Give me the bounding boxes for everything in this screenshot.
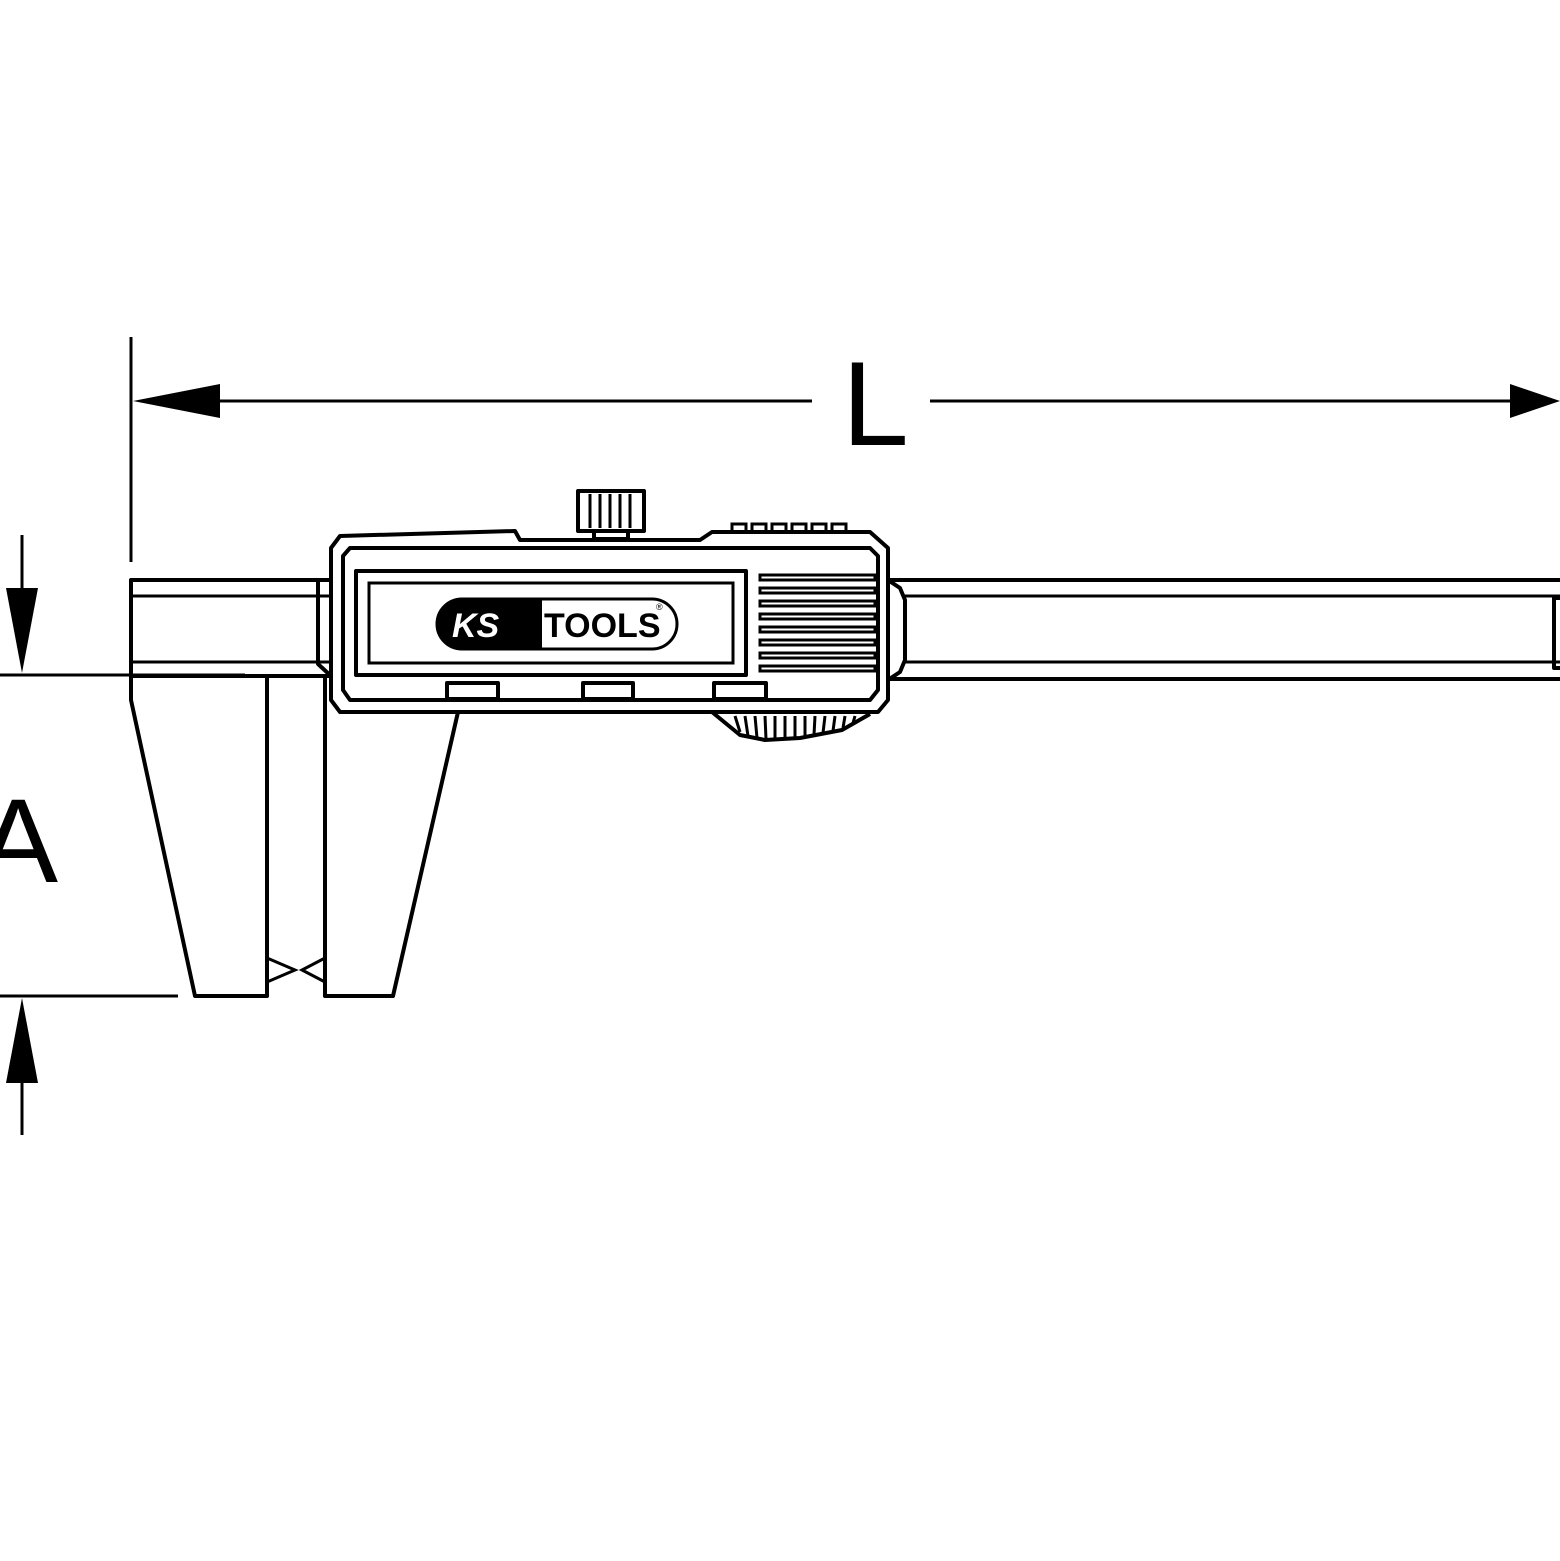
housing-outline bbox=[316, 529, 890, 714]
logo-ks-text: KS bbox=[452, 607, 500, 645]
fixed-jaw-tip bbox=[266, 956, 299, 984]
logo-registered-mark: ® bbox=[656, 602, 663, 612]
lcd-display bbox=[354, 569, 748, 677]
arrowhead-bottom bbox=[6, 998, 38, 1083]
wheel-knurl bbox=[851, 715, 857, 724]
grip-line bbox=[758, 573, 877, 582]
dimension-length: L bbox=[129, 337, 1560, 562]
grip-line bbox=[758, 651, 877, 660]
grip-line bbox=[758, 625, 877, 634]
housing-beam-clamp bbox=[886, 578, 907, 682]
grip-line bbox=[758, 586, 877, 595]
grip-line bbox=[758, 638, 877, 647]
slider-head: KS TOOLS ® bbox=[316, 489, 907, 742]
dimension-label-a: A bbox=[0, 774, 58, 908]
logo-ks-background bbox=[437, 599, 542, 649]
function-buttons bbox=[445, 681, 768, 701]
thumb-wheel bbox=[710, 710, 871, 742]
wheel-knurl bbox=[812, 715, 817, 736]
grip-line bbox=[758, 664, 877, 673]
thumb-wheel-outline bbox=[710, 710, 871, 742]
top-ridge bbox=[730, 522, 848, 534]
arrowhead-right bbox=[1510, 384, 1560, 418]
wheel-knurl bbox=[753, 715, 759, 739]
fixed-jaw-outline bbox=[129, 676, 269, 998]
ridge-tooth bbox=[770, 522, 788, 534]
ridge-tooth bbox=[810, 522, 828, 534]
grip-line bbox=[758, 612, 877, 621]
button-middle[interactable] bbox=[581, 681, 635, 701]
sliding-jaw bbox=[298, 676, 460, 998]
caliper-beam bbox=[129, 578, 1560, 681]
button-left[interactable] bbox=[445, 681, 500, 701]
lcd-inner bbox=[367, 581, 735, 665]
wheel-knurl bbox=[831, 715, 837, 732]
wheel-knurl bbox=[743, 715, 750, 737]
wheel-knurl bbox=[841, 715, 847, 729]
lock-screw-base bbox=[592, 529, 630, 541]
lock-screw bbox=[576, 489, 646, 541]
wheel-knurl bbox=[821, 715, 827, 734]
dimension-label-l: L bbox=[842, 337, 909, 471]
sliding-jaw-tip bbox=[298, 956, 326, 984]
logo-tools-text: TOOLS bbox=[544, 607, 661, 645]
ridge-tooth bbox=[750, 522, 768, 534]
wheel-knurl bbox=[733, 715, 742, 733]
beam-end-cap bbox=[1552, 596, 1560, 670]
arrowhead-left bbox=[133, 384, 220, 418]
dimension-jaw-depth: A bbox=[0, 535, 245, 1135]
thumb-grip bbox=[758, 573, 877, 673]
lcd-frame bbox=[354, 569, 748, 677]
sliding-jaw-outline bbox=[323, 676, 460, 998]
ridge-tooth bbox=[830, 522, 848, 534]
grip-line bbox=[758, 599, 877, 608]
brand-logo: KS TOOLS ® bbox=[435, 597, 679, 651]
arrowhead-top bbox=[6, 588, 38, 673]
wheel-knurl bbox=[763, 715, 768, 740]
fixed-jaw bbox=[129, 676, 299, 998]
ridge-tooth bbox=[790, 522, 808, 534]
housing-inner-rim bbox=[341, 546, 880, 702]
button-right[interactable] bbox=[712, 681, 768, 701]
ridge-tooth bbox=[730, 522, 748, 534]
